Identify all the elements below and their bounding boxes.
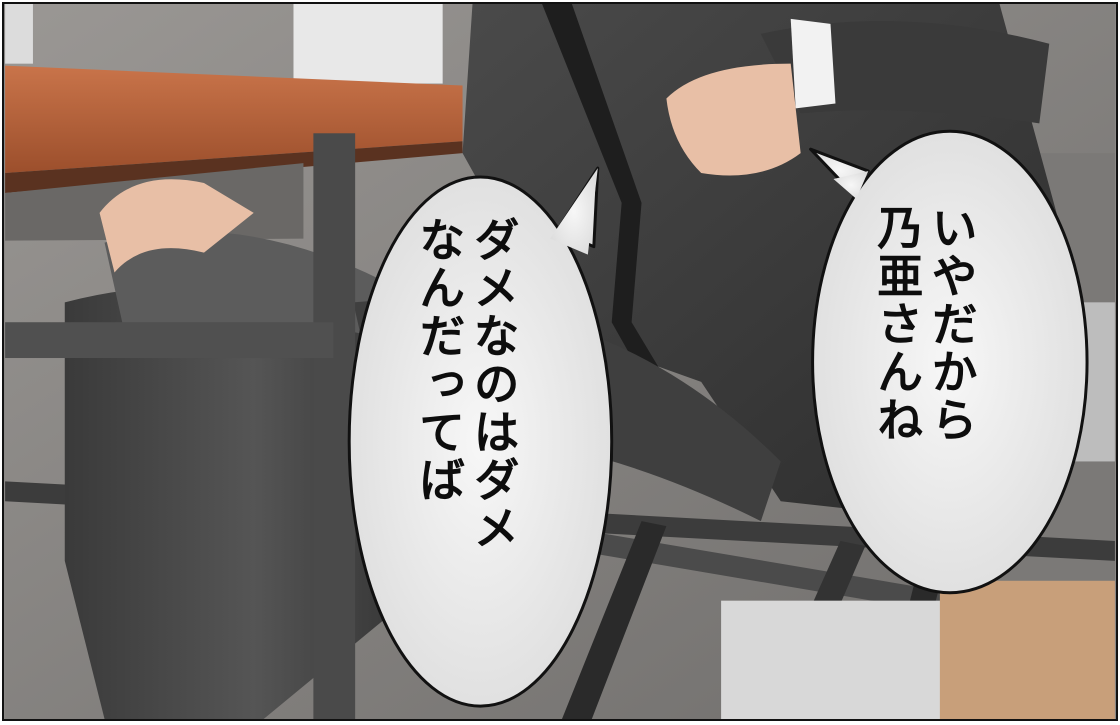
right-hand [666, 63, 801, 176]
left-hand [99, 179, 254, 273]
speech-bubble-right [809, 129, 1089, 595]
speech-line: ダメなのはダメ [466, 216, 521, 552]
speech-bubble-left [347, 166, 614, 708]
speech-line: 乃亜さんね [870, 204, 925, 444]
speech-line: なんだってば [412, 216, 467, 504]
speech-line: いやだから [924, 204, 979, 444]
shirt-cuff [790, 18, 836, 109]
speech-text-left: ダメなのはダメ なんだってば [412, 216, 521, 552]
cardboard-box [939, 580, 1115, 719]
office-scene-illustration [5, 4, 1115, 719]
speech-text-right: いやだから 乃亜さんね [870, 204, 979, 444]
wall-window [293, 4, 443, 84]
